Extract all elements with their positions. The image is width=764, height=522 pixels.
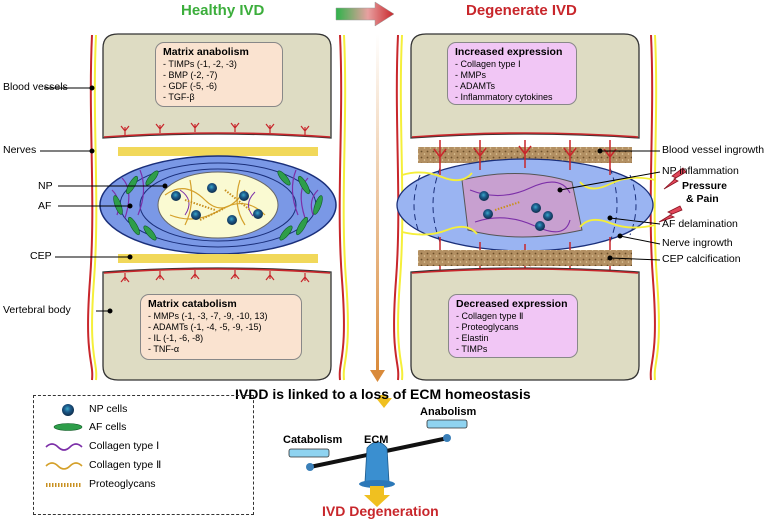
legend-label: Collagen type Ⅱ <box>89 459 162 471</box>
homeostasis-statement: IVDD is linked to a loss of ECM homeosta… <box>235 386 531 402</box>
decreased-item: - TIMPs <box>456 344 488 354</box>
label-np: NP <box>38 180 53 192</box>
label-cep-calcification: CEP calcification <box>662 253 741 265</box>
anabolism-item: - TIMPs (-1, -2, -3) <box>163 59 237 69</box>
increased-item: - ADAMTs <box>455 81 496 91</box>
ivd-degeneration-label: IVD Degeneration <box>322 503 439 519</box>
matrix-catabolism-box: Matrix catabolism - MMPs (-1, -3, -7, -9… <box>140 294 302 360</box>
increased-item: - MMPs <box>455 70 486 80</box>
increased-item: - Collagen type Ⅰ <box>455 59 521 69</box>
legend: NP cells AF cells Collagen type Ⅰ Collag… <box>33 395 254 515</box>
catabolism-item: - IL (-1, -6, -8) <box>148 333 204 343</box>
label-nerves: Nerves <box>3 144 37 156</box>
collagen-2-icon <box>45 462 83 470</box>
increased-item: - Inflammatory cytokines <box>455 92 553 102</box>
label-blood-vessel-ingrowth: Blood vessel ingrowth <box>662 144 764 156</box>
label-pressure: Pressure <box>682 180 727 192</box>
label-af-delamination: AF delamination <box>662 218 738 230</box>
legend-label: NP cells <box>89 403 128 415</box>
label-af: AF <box>38 200 52 212</box>
anabolism-item: - TGF-β <box>163 92 195 102</box>
decreased-item: - Proteoglycans <box>456 322 519 332</box>
legend-icons <box>45 404 83 487</box>
decreased-item: - Elastin <box>456 333 489 343</box>
anabolism-item: - BMP (-2, -7) <box>163 70 218 80</box>
label-blood-vessels: Blood vessels <box>3 81 68 93</box>
label-cep: CEP <box>30 250 52 262</box>
label-np-inflammation: NP inflammation <box>662 165 739 177</box>
label-nerve-ingrowth: Nerve ingrowth <box>662 237 733 249</box>
degenerate-ivd-title: Degenerate IVD <box>466 2 577 19</box>
anabolism-item: - GDF (-5, -6) <box>163 81 217 91</box>
decreased-expression-title: Decreased expression <box>456 298 568 310</box>
catabolism-label: Catabolism <box>283 434 343 446</box>
collagen-1-icon <box>45 443 83 451</box>
decreased-item: - Collagen type Ⅱ <box>456 311 524 321</box>
catabolism-item: - TNF-α <box>148 344 180 354</box>
label-vertebral-body: Vertebral body <box>3 304 71 316</box>
transition-arrows <box>335 1 395 382</box>
decreased-expression-box: Decreased expression - Collagen type Ⅱ -… <box>448 294 578 358</box>
af-cell-icon <box>53 423 83 431</box>
healthy-ivd-title: Healthy IVD <box>181 2 265 19</box>
legend-label: Collagen type Ⅰ <box>89 440 160 452</box>
increased-expression-box: Increased expression - Collagen type Ⅰ -… <box>447 42 577 105</box>
np-cell-icon <box>62 404 74 416</box>
increased-expression-title: Increased expression <box>455 46 563 58</box>
label-pain: & Pain <box>686 193 719 205</box>
matrix-anabolism-box: Matrix anabolism - TIMPs (-1, -2, -3) - … <box>155 42 283 107</box>
catabolism-item: - MMPs (-1, -3, -7, -9, -10, 13) <box>148 311 268 321</box>
legend-label: Proteoglycans <box>89 478 156 490</box>
anabolism-label: Anabolism <box>420 406 477 418</box>
ecm-label: ECM <box>364 434 389 446</box>
catabolism-item: - ADAMTs (-1, -4, -5, -9, -15) <box>148 322 262 332</box>
balance-scale <box>288 395 468 507</box>
legend-label: AF cells <box>89 421 127 433</box>
matrix-catabolism-title: Matrix catabolism <box>148 298 237 310</box>
matrix-anabolism-title: Matrix anabolism <box>163 46 249 58</box>
